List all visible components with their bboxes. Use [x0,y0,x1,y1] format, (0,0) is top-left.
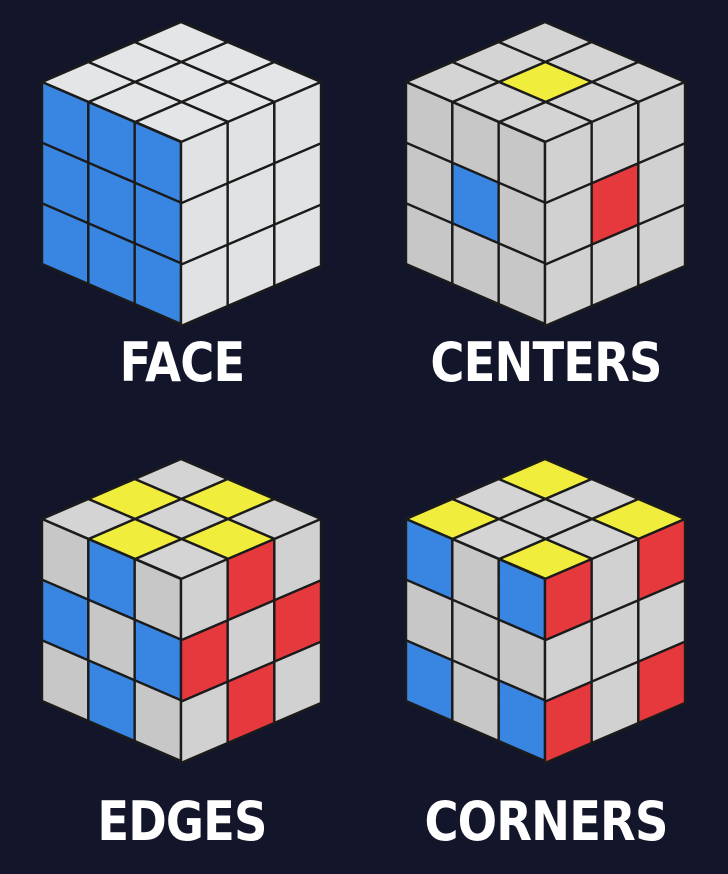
face-cube [40,20,323,328]
sticker-right-8 [273,203,323,288]
panel-centers: CENTERS [364,0,728,437]
face-label: FACE [119,331,246,394]
corners-label: CORNERS [424,790,668,853]
corners-cube [404,457,687,765]
centers-cube [404,20,687,328]
right-face [543,517,687,765]
panel-edges: EDGES [0,437,364,874]
left-face [40,80,183,326]
right-face [179,517,323,765]
centers-label: CENTERS [430,331,662,394]
left-face [404,517,547,763]
sticker-right-8 [637,640,687,725]
right-face [179,80,323,328]
top-face [40,20,323,144]
panel-face: FACE [0,0,364,437]
right-face [543,80,687,328]
edges-label: EDGES [97,790,267,853]
sticker-right-8 [637,203,687,288]
left-face [404,80,547,326]
sticker-right-8 [273,640,323,725]
left-face [40,517,183,763]
panel-corners: CORNERS [364,437,728,874]
edges-cube [40,457,323,765]
